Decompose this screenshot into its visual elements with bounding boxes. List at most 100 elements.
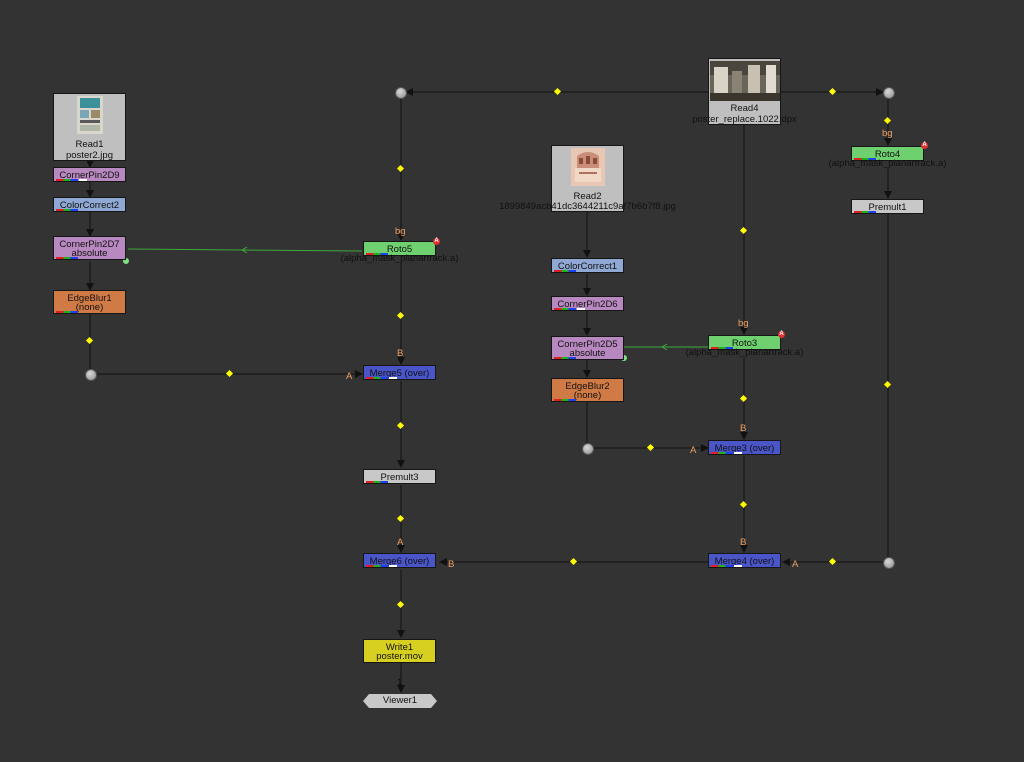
dot-node-bottom-right[interactable] xyxy=(883,557,895,569)
channel-bar-alpha xyxy=(79,179,87,181)
viewer1-label: Viewer1 xyxy=(382,695,418,706)
read1-file: poster2.jpg xyxy=(65,150,113,161)
channel-bar xyxy=(554,308,576,310)
roto5-mask-badge: A xyxy=(433,238,440,245)
merge3-node[interactable]: Merge3 (over) xyxy=(708,440,781,455)
merge4-node[interactable]: Merge4 (over) xyxy=(708,553,781,568)
read1-name: Read1 xyxy=(75,139,104,150)
read4-node[interactable]: Read4 poster_replace.1022.dpx xyxy=(692,58,797,125)
merge3-b-label: B xyxy=(740,423,747,434)
colorcorrect1-node[interactable]: ColorCorrect1 xyxy=(551,258,624,273)
roto3-bg-label: bg xyxy=(738,318,749,329)
edgeblur2-label: EdgeBlur2 xyxy=(565,381,610,392)
channel-bar xyxy=(366,253,388,255)
channel-bar xyxy=(56,311,78,313)
edgeblur2-node[interactable]: EdgeBlur2 (none) xyxy=(551,378,624,402)
merge4-label: Merge4 (over) xyxy=(714,556,775,567)
channel-bar xyxy=(711,347,733,349)
cornerpin2d6-label: CornerPin2D6 xyxy=(557,299,618,310)
read1-node[interactable]: Read1 poster2.jpg xyxy=(53,93,126,161)
roto5-node[interactable]: Roto5 (alpha_mask_planartrack.a) xyxy=(341,241,458,264)
cornerpin2d7-sub: absolute xyxy=(71,248,108,259)
channel-bar xyxy=(711,452,733,454)
merge6-label: Merge6 (over) xyxy=(369,556,430,567)
premult3-label: Premult3 xyxy=(380,472,419,483)
viewer1-node[interactable]: Viewer1 xyxy=(363,694,437,708)
merge4-b-label: B xyxy=(740,537,747,548)
roto4-node[interactable]: Roto4 (alpha_mask_planartrack.a) xyxy=(829,146,946,169)
roto3-node[interactable]: Roto3 (alpha_mask_planartrack.a) xyxy=(686,335,803,358)
roto5-bg-label: bg xyxy=(395,226,406,237)
roto3-sub: (alpha_mask_planartrack.a) xyxy=(685,347,804,358)
dot-node-mid[interactable] xyxy=(582,443,594,455)
merge5-a-label: A xyxy=(346,371,353,382)
channel-bar-alpha xyxy=(389,565,397,567)
merge3-label: Merge3 (over) xyxy=(714,443,775,454)
channel-bar-alpha xyxy=(734,565,742,567)
read2-node[interactable]: Read2 1899849acb41dc3644211c9af7b6b7f8.j… xyxy=(499,145,676,212)
channel-bar xyxy=(366,565,388,567)
write1-node[interactable]: Write1 poster.mov xyxy=(363,639,436,663)
channel-bar xyxy=(554,270,576,272)
edge-dots xyxy=(85,87,892,609)
channel-bar-alpha xyxy=(577,308,585,310)
channel-bar xyxy=(366,377,388,379)
read4-thumbnail xyxy=(709,61,780,101)
viewer1-input-label: 1 xyxy=(397,677,403,688)
merge5-b-label: B xyxy=(397,348,404,359)
channel-bar xyxy=(854,211,876,213)
channel-bar xyxy=(56,179,78,181)
cornerpin2d6-node[interactable]: CornerPin2D6 xyxy=(551,296,624,311)
roto4-sub: (alpha_mask_planartrack.a) xyxy=(828,158,947,169)
edgeblur1-label: EdgeBlur1 xyxy=(67,293,112,304)
read1-thumbnail xyxy=(76,96,103,134)
channel-bar-alpha xyxy=(389,377,397,379)
cornerpin2d5-sub: absolute xyxy=(569,348,606,359)
colorcorrect1-label: ColorCorrect1 xyxy=(557,261,618,272)
read4-name: Read4 xyxy=(730,103,759,114)
channel-bar-alpha xyxy=(734,452,742,454)
merge3-a-label: A xyxy=(690,445,697,456)
read2-name: Read2 xyxy=(573,191,602,202)
write1-label: Write1 xyxy=(385,642,414,653)
merge6-node[interactable]: Merge6 (over) xyxy=(363,553,436,568)
roto3-mask-badge: A xyxy=(778,331,785,338)
cornerpin2d7-label: CornerPin2D7 xyxy=(59,239,120,250)
edgeblur2-sub: (none) xyxy=(573,390,602,401)
cornerpin2d9-node[interactable]: CornerPin2D9 xyxy=(53,167,126,182)
roto5-label: Roto5 xyxy=(386,244,413,255)
channel-bar xyxy=(854,158,876,160)
roto4-bg-label: bg xyxy=(882,128,893,139)
merge5-node[interactable]: Merge5 (over) xyxy=(363,365,436,380)
channel-bar xyxy=(366,481,388,483)
cornerpin2d7-node[interactable]: CornerPin2D7 absolute xyxy=(53,236,126,260)
roto5-sub: (alpha_mask_planartrack.a) xyxy=(340,253,459,264)
dot-node-top-right[interactable] xyxy=(883,87,895,99)
roto4-label: Roto4 xyxy=(874,149,901,160)
merge6-a-label: A xyxy=(397,537,404,548)
read2-thumbnail xyxy=(570,148,605,186)
colorcorrect2-node[interactable]: ColorCorrect2 xyxy=(53,197,126,212)
channel-bar xyxy=(554,357,576,359)
merge6-b-label: B xyxy=(448,559,455,570)
edgeblur1-node[interactable]: EdgeBlur1 (none) xyxy=(53,290,126,314)
read2-file: 1899849acb41dc3644211c9af7b6b7f8.jpg xyxy=(499,201,676,212)
cornerpin2d9-label: CornerPin2D9 xyxy=(59,170,120,181)
colorcorrect2-label: ColorCorrect2 xyxy=(59,200,120,211)
roto3-label: Roto3 xyxy=(731,338,758,349)
channel-bar xyxy=(711,565,733,567)
cornerpin2d5-node[interactable]: CornerPin2D5 absolute xyxy=(551,336,624,360)
premult3-node[interactable]: Premult3 xyxy=(363,469,436,484)
merge5-label: Merge5 (over) xyxy=(369,368,430,379)
dot-node-top-left[interactable] xyxy=(395,87,407,99)
read4-file: poster_replace.1022.dpx xyxy=(692,114,797,125)
write1-sub: poster.mov xyxy=(376,651,423,662)
channel-bar xyxy=(554,399,576,401)
merge4-a-label: A xyxy=(792,559,799,570)
dot-node-left[interactable] xyxy=(85,369,97,381)
edgeblur1-sub: (none) xyxy=(75,302,104,313)
premult1-label: Premult1 xyxy=(868,202,907,213)
channel-bar xyxy=(56,257,78,259)
premult1-node[interactable]: Premult1 xyxy=(851,199,924,214)
